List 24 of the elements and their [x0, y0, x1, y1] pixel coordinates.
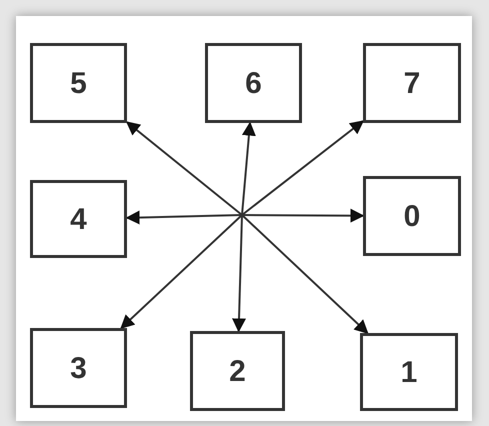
box-number: 1	[400, 354, 418, 390]
label-box	[363, 176, 461, 256]
label-box	[360, 333, 458, 411]
arrow	[120, 214, 243, 329]
label-box	[205, 43, 302, 123]
arrow	[126, 210, 242, 224]
label-box	[30, 180, 127, 258]
arrow	[241, 122, 256, 216]
box-number: 0	[404, 198, 420, 234]
label-box	[363, 43, 461, 123]
arrow	[242, 208, 364, 223]
label-box	[30, 328, 127, 408]
arrow	[126, 121, 243, 216]
box-number: 2	[229, 354, 246, 390]
arrow	[241, 120, 364, 216]
box-number: 3	[70, 350, 87, 386]
box-number: 7	[404, 66, 420, 102]
box-number: 5	[70, 66, 87, 102]
arrow	[241, 214, 369, 334]
arrow	[232, 214, 246, 332]
box-number: 4	[70, 202, 87, 238]
label-box	[190, 331, 285, 411]
box-number: 6	[245, 66, 262, 102]
label-box	[30, 43, 127, 123]
